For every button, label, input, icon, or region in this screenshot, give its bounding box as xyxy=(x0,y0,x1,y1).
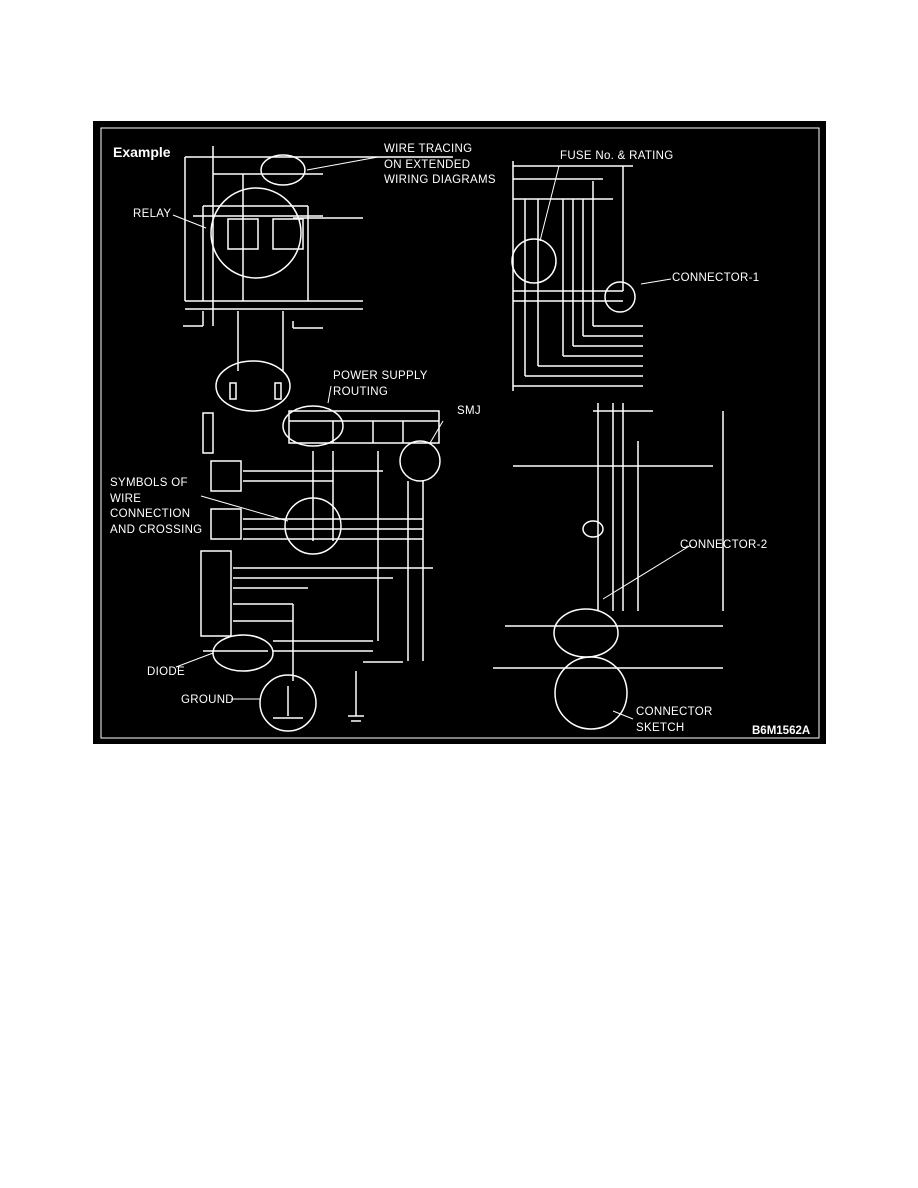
wire-tracing-circle xyxy=(260,154,306,186)
connection-crossing-circle xyxy=(284,497,342,555)
callout-connector-sketch: CONNECTOR SKETCH xyxy=(636,705,713,736)
callout-wire-tracing: WIRE TRACING ON EXTENDED WIRING DIAGRAMS xyxy=(384,142,496,189)
connector-2-circle xyxy=(582,520,604,538)
callout-line: CONNECTION xyxy=(110,508,191,520)
callout-diode: DIODE xyxy=(147,666,185,678)
inner-border xyxy=(100,127,820,739)
callout-symbols: SYMBOLS OF WIRE CONNECTION AND CROSSING xyxy=(110,476,202,538)
callout-smj: SMJ xyxy=(457,405,481,417)
connector-1-circle xyxy=(604,281,636,313)
fuse-circle xyxy=(511,238,557,284)
callout-line: SYMBOLS OF xyxy=(110,477,188,489)
callout-line: ON EXTENDED xyxy=(384,158,471,171)
diagram-title: Example xyxy=(113,144,171,160)
callout-line: WIRING DIAGRAMS xyxy=(384,174,496,186)
callout-line: CONNECTOR xyxy=(636,706,713,718)
routing-circle xyxy=(215,360,291,412)
headlight-switch-wiring xyxy=(200,412,433,732)
power-supply-routing-box xyxy=(282,405,441,482)
callout-line: WIRE xyxy=(110,492,142,505)
callout-ground: GROUND xyxy=(181,694,234,706)
smj-circle xyxy=(399,440,441,482)
fuse-relay-box-wiring xyxy=(493,403,724,730)
figure-code: B6M1562A xyxy=(752,725,811,737)
callout-line: ROUTING xyxy=(333,385,389,398)
relay-circle xyxy=(210,187,302,279)
callout-leaders xyxy=(172,156,692,720)
diode-circle xyxy=(212,634,274,672)
ground-circle xyxy=(259,674,317,732)
callout-line: AND CROSSING xyxy=(110,523,203,536)
callout-fuse-rating: FUSE No. & RATING xyxy=(560,150,674,162)
callout-line: WIRE TRACING xyxy=(384,143,473,155)
callout-line: SKETCH xyxy=(636,721,685,734)
fuse-connector-wiring xyxy=(511,161,643,391)
callout-line: POWER SUPPLY xyxy=(333,370,428,382)
callout-connector-2: CONNECTOR-2 xyxy=(680,539,768,551)
callout-power-supply-routing: POWER SUPPLY ROUTING xyxy=(333,369,428,400)
callout-connector-1: CONNECTOR-1 xyxy=(672,272,760,284)
wiring-schematic xyxy=(100,127,820,739)
callout-relay: RELAY xyxy=(133,208,172,220)
connector-sketch-circle xyxy=(554,656,628,730)
main-fuse-box-wiring xyxy=(183,146,453,412)
wiring-diagram-panel: Example WIRE TRACING ON EXTENDED WIRING … xyxy=(93,121,826,744)
